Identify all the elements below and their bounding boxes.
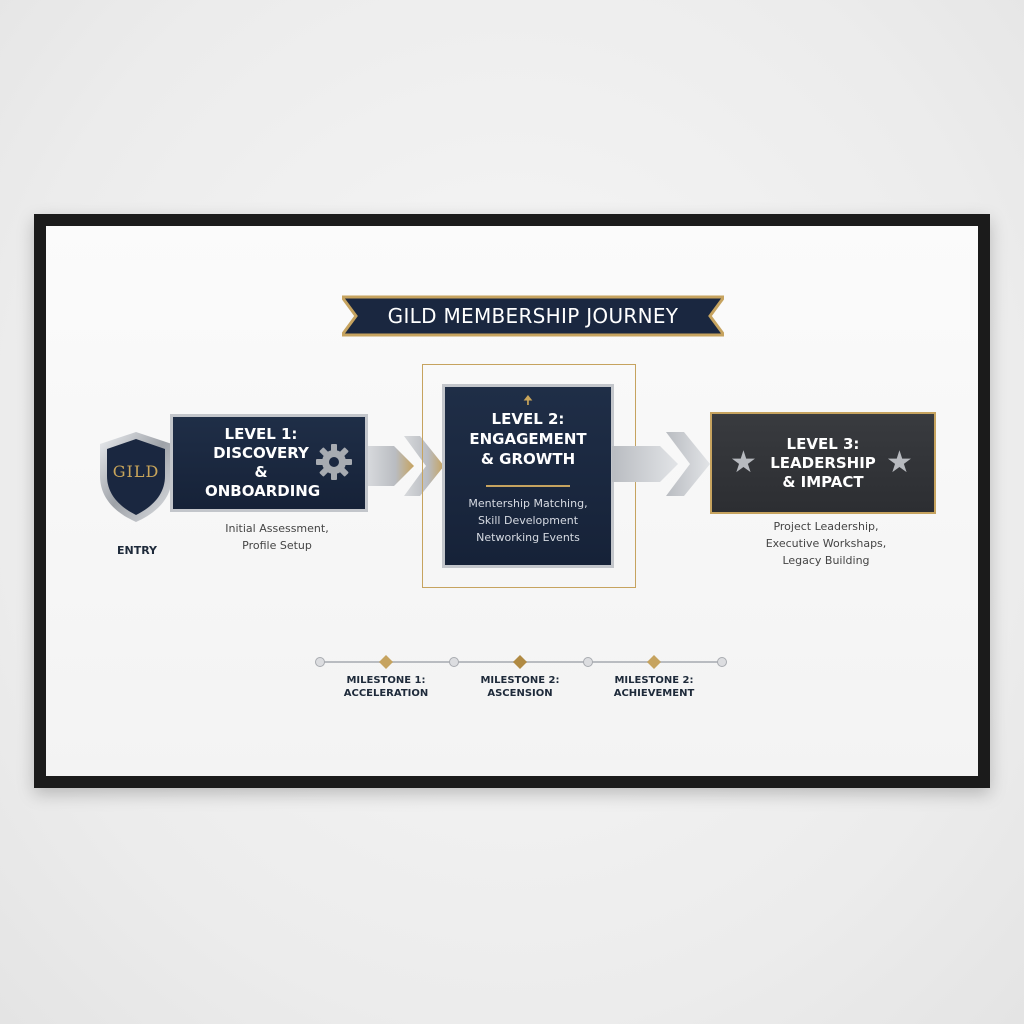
- milestone-3-label: MILESTONE 2: ACHIEVEMENT: [594, 674, 714, 700]
- level-3-caption-line1: Project Leadership,: [773, 520, 879, 533]
- level-3-box: LEVEL 3: LEADERSHIP & IMPACT: [710, 412, 936, 514]
- milestone-diamond-icon: [513, 655, 527, 669]
- milestone-1-line2: ACCELERATION: [343, 688, 429, 699]
- milestone-diamond-icon: [647, 655, 661, 669]
- level-3-title: LEVEL 3: LEADERSHIP & IMPACT: [770, 435, 876, 492]
- chevron-arrow-2-icon: [612, 432, 710, 496]
- milestone-2-line1: MILESTONE 2:: [480, 675, 560, 686]
- milestone-timeline: [315, 655, 727, 669]
- timeline-dot: [717, 657, 727, 667]
- level-2-desc-line3: Networking Events: [476, 531, 580, 544]
- star-icon: ★: [886, 445, 913, 480]
- milestone-2-label: MILESTONE 2: ASCENSION: [460, 674, 580, 700]
- level-2-title-line1: LEVEL 2:: [491, 410, 565, 428]
- level-2-desc-line2: Skill Development: [477, 514, 579, 527]
- level-1-caption-line1: Initial Assessment,: [225, 522, 329, 535]
- milestone-diamond-icon: [379, 655, 393, 669]
- level-1-title-line3: ONBOARDING: [205, 482, 321, 500]
- star-icon: ★: [730, 445, 757, 480]
- diagram-title: GILD MEMBERSHIP JOURNEY: [387, 304, 679, 328]
- level-2-title-line3: & GROWTH: [480, 450, 576, 468]
- level-2-desc-line1: Mentership Matching,: [468, 497, 588, 510]
- diagram-canvas: GILD MEMBERSHIP JOURNEY GILD ENTRY: [46, 226, 978, 776]
- level-1-title-line1: LEVEL 1:: [224, 425, 298, 443]
- level-3-caption-line2: Executive Workshaps,: [765, 537, 887, 550]
- level-3-title-line2: LEADERSHIP: [770, 453, 876, 472]
- gear-icon: [316, 444, 352, 480]
- shield-logo-text: GILD: [112, 462, 160, 481]
- entry-label: ENTRY: [116, 544, 158, 557]
- level-1-caption: Initial Assessment, Profile Setup: [202, 520, 352, 554]
- level-3-title-line1: LEVEL 3:: [786, 434, 860, 453]
- timeline-dot: [449, 657, 459, 667]
- picture-frame: GILD MEMBERSHIP JOURNEY GILD ENTRY: [34, 214, 990, 788]
- chevron-arrow-1-icon: [368, 436, 444, 496]
- timeline-dot: [315, 657, 325, 667]
- milestone-3-line2: ACHIEVEMENT: [613, 688, 695, 699]
- milestone-2-line2: ASCENSION: [487, 688, 553, 699]
- gild-shield-logo: [100, 432, 172, 522]
- milestone-3-line1: MILESTONE 2:: [614, 675, 694, 686]
- milestone-1-line1: MILESTONE 1:: [346, 675, 426, 686]
- timeline-dot: [583, 657, 593, 667]
- level-2-divider: [486, 485, 570, 487]
- level-2-title: LEVEL 2: ENGAGEMENT & GROWTH: [469, 409, 586, 469]
- level-1-title: LEVEL 1: DISCOVERY & ONBOARDING: [205, 425, 321, 501]
- level-2-description: Mentership Matching, Skill Development N…: [468, 495, 587, 546]
- milestone-1-label: MILESTONE 1: ACCELERATION: [326, 674, 446, 700]
- level-1-title-line2: DISCOVERY &: [213, 444, 309, 481]
- title-banner: [342, 295, 724, 337]
- level-3-caption: Project Leadership, Executive Workshaps,…: [736, 518, 916, 569]
- level-3-title-line3: & IMPACT: [782, 472, 864, 491]
- level-1-caption-line2: Profile Setup: [242, 539, 312, 552]
- level-2-box: 🠉 LEVEL 2: ENGAGEMENT & GROWTH Mentershi…: [442, 384, 614, 568]
- level-2-title-line2: ENGAGEMENT: [469, 430, 587, 448]
- up-arrow-icon: 🠉: [523, 393, 533, 407]
- level-3-caption-line3: Legacy Building: [782, 554, 870, 567]
